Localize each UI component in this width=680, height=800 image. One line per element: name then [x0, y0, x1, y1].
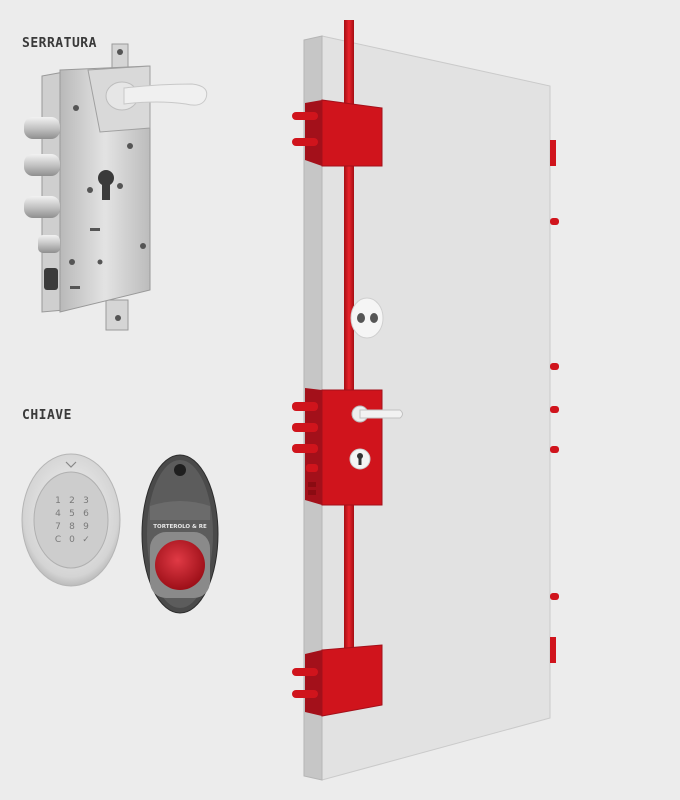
door: [292, 20, 559, 781]
door-right-keepers: [550, 140, 559, 663]
fob-red-button: [155, 540, 205, 590]
keypad-key: 7: [55, 522, 61, 532]
keypad-key: 6: [83, 509, 89, 519]
keypad-key: 1: [55, 496, 61, 506]
keypad-key: 5: [69, 509, 75, 519]
keypad-key: 0: [69, 535, 75, 545]
locking-rod: [344, 20, 354, 660]
lock-bolt: [24, 154, 60, 176]
lock-handle: [105, 81, 208, 111]
key-section-label: CHIAVE: [22, 408, 72, 423]
lock-bottom-tab: [105, 299, 129, 331]
keypad-key: C: [55, 535, 61, 545]
bottom-lock-box: [292, 644, 383, 717]
center-lock-box: [292, 388, 403, 506]
fob-brand-text: TORTEROLO & RE: [153, 524, 207, 530]
lock-latch: [38, 235, 60, 253]
lock-bolt: [24, 117, 60, 139]
keypad-key: 8: [69, 522, 75, 532]
keypad-key: 4: [55, 509, 61, 519]
mortise-lock: [24, 43, 208, 331]
key-fob: TORTEROLO & RE: [141, 454, 219, 614]
lock-bolts: [24, 117, 60, 290]
keypad-key: 2: [69, 496, 75, 506]
fob-ring-hole: [174, 464, 186, 476]
door-upper-cylinder: [350, 297, 384, 339]
door-handle: [359, 409, 403, 419]
top-lock-box: [292, 99, 383, 167]
keypad-key: 3: [83, 496, 89, 506]
lock-bolt: [24, 196, 60, 218]
keypad-key: 9: [83, 522, 89, 532]
keypad-key: ✓: [82, 535, 90, 545]
lock-latch-small: [44, 268, 58, 290]
lock-section-label: SERRATURA: [22, 36, 97, 51]
